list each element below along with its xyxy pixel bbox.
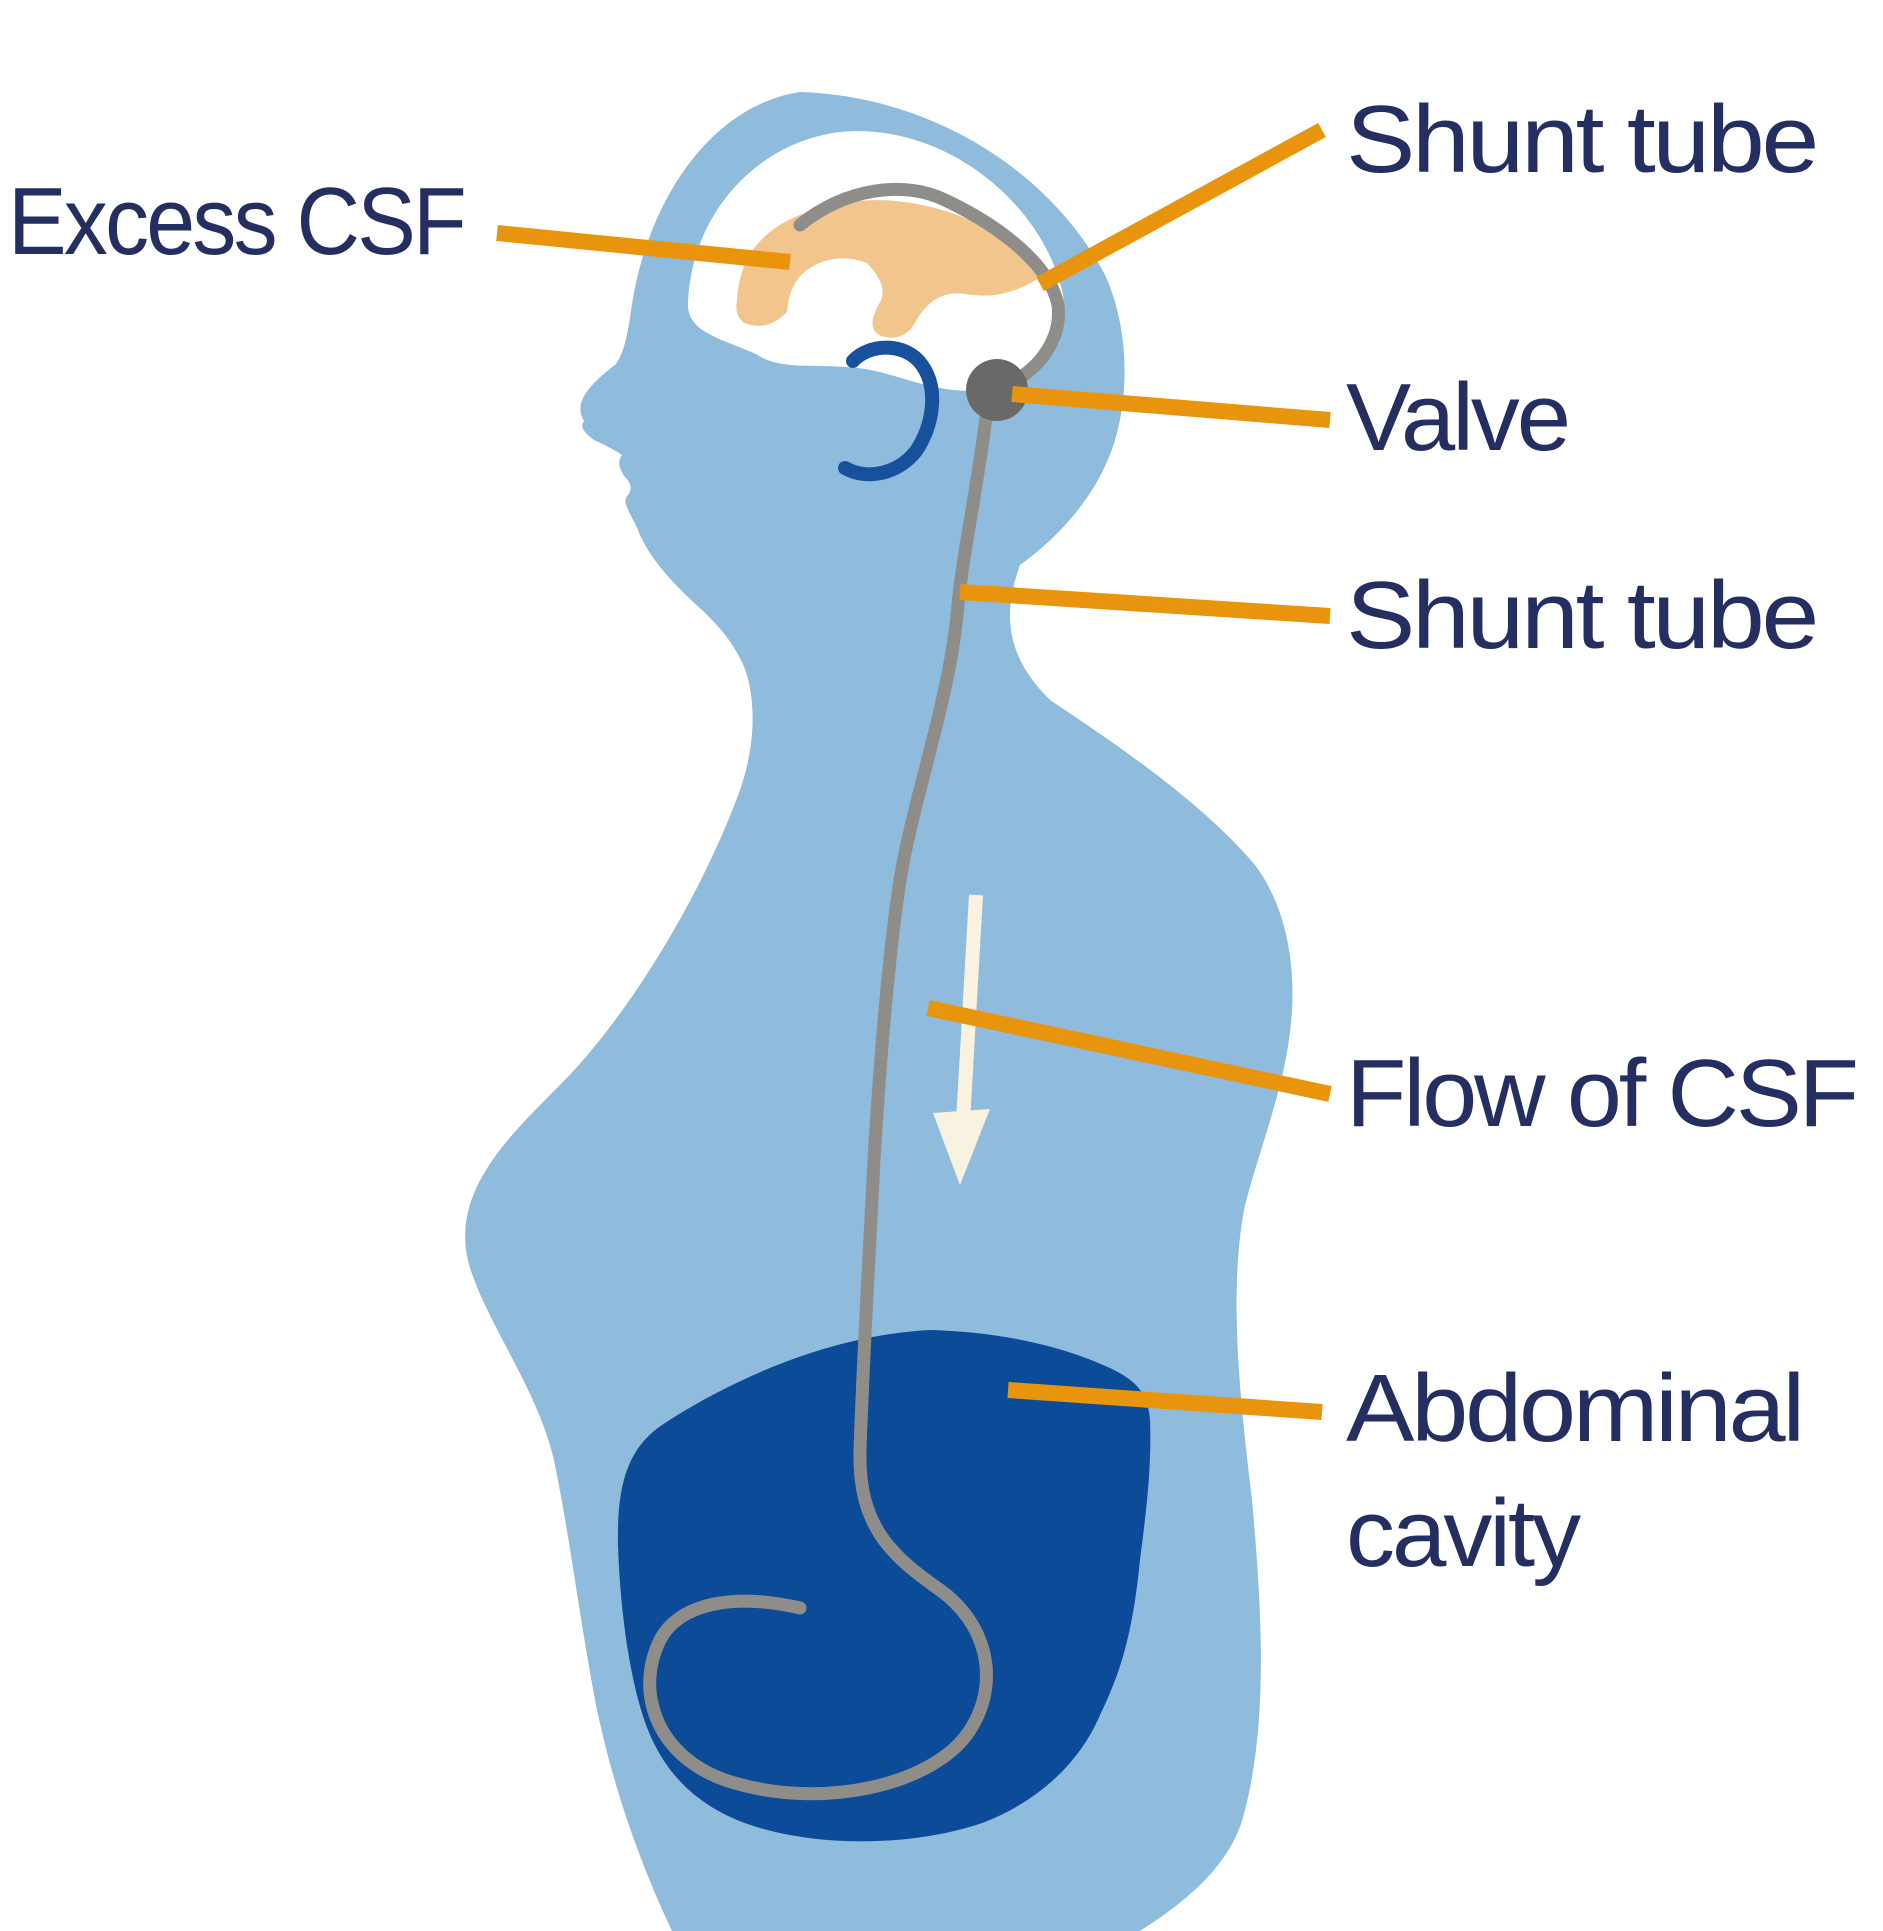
leader-flow-of-csf [926,1000,1332,1102]
abdominal-cavity-shape [617,1330,1151,1842]
label-excess-csf: Excess CSF [8,168,464,275]
leader-shunt-tube-top [1036,122,1326,292]
label-shunt-tube-mid: Shunt tube [1346,562,1816,669]
leader-shunt-tube-mid [959,584,1331,624]
shunt-tube-path [643,182,1065,1801]
flow-arrow-shaft [956,894,983,1123]
leader-excess-csf [496,225,791,270]
leader-abdominal-cavity [1007,1382,1323,1420]
label-shunt-tube-top: Shunt tube [1346,86,1816,193]
ear-shape [838,340,940,482]
label-cavity: cavity [1346,1480,1581,1587]
label-valve: Valve [1346,364,1568,471]
label-abdominal: Abdominal [1346,1355,1802,1462]
excess-csf-shape [736,200,1048,338]
flow-arrow-head [933,1109,990,1185]
valve-shape [966,359,1028,421]
label-flow-of-csf: Flow of CSF [1346,1040,1856,1147]
leader-valve [1011,386,1331,428]
